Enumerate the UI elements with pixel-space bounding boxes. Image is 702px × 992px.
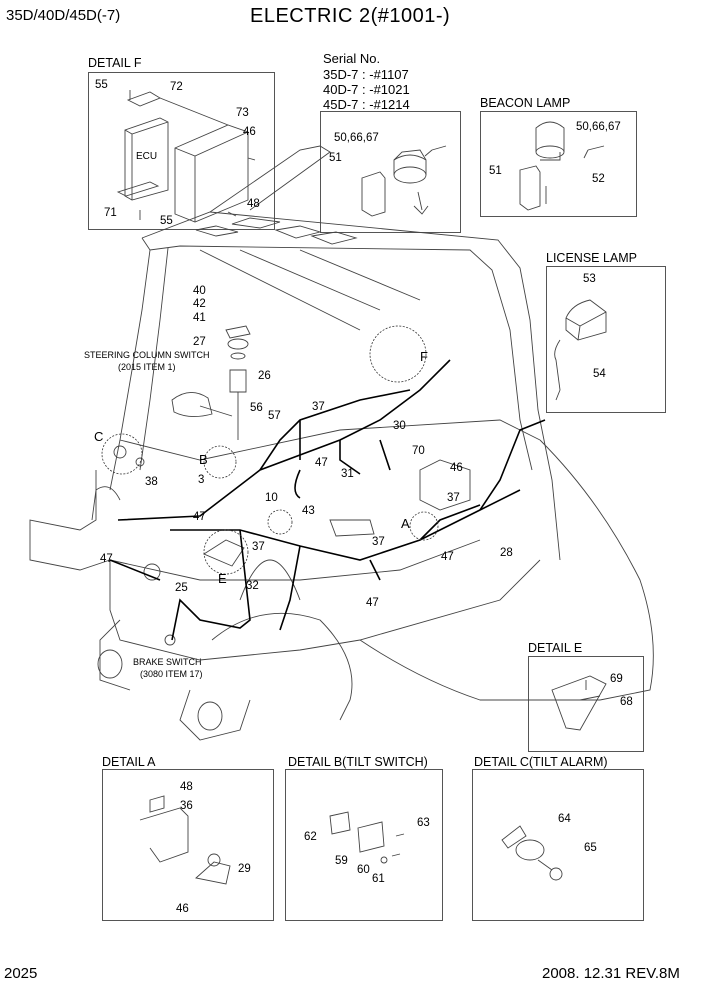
revision-date: 2008. 12.31 REV.8M [542,965,680,982]
part-number: 10 [265,492,278,504]
part-number: 71 [104,207,117,219]
part-number: 48 [247,198,260,210]
part-number: 56 [250,402,263,414]
steering-switch-note: STEERING COLUMN SWITCH [84,350,210,360]
part-number: 46 [243,126,256,138]
license-lamp-frame [546,266,666,413]
part-number: 40 [193,285,206,297]
detail-marker-e: E [218,571,227,586]
part-number: 47 [315,457,328,469]
beacon-lamp-frame [480,111,637,217]
part-number: 64 [558,813,571,825]
serial-line-35d: 35D-7 : -#1107 [323,67,409,82]
part-number: 47 [193,511,206,523]
part-number: 43 [302,505,315,517]
detail-c-title: DETAIL C(TILT ALARM) [474,755,608,769]
part-number: 25 [175,582,188,594]
part-number: 46 [450,462,463,474]
part-number: 37 [372,536,385,548]
steering-switch-ref: (2015 ITEM 1) [118,362,176,372]
serial-detail-frame [320,111,461,233]
part-number: 26 [258,370,271,382]
part-number: 50,66,67 [334,132,379,144]
license-lamp-title: LICENSE LAMP [546,251,638,265]
detail-f-title: DETAIL F [88,56,142,70]
detail-marker-c: C [94,429,104,444]
part-number: 38 [145,476,158,488]
part-number: 69 [610,673,623,685]
part-number: 62 [304,831,317,843]
part-number: 60 [357,864,370,876]
detail-marker-b: B [199,452,208,467]
part-number: 37 [252,541,265,553]
part-number: 57 [268,410,281,422]
part-number: 42 [193,298,206,310]
part-number: 63 [417,817,430,829]
part-number: 54 [593,368,606,380]
detail-f-frame [88,72,275,230]
page-number: 2025 [4,965,38,982]
page-title: ELECTRIC 2(#1001-) [250,5,451,27]
brake-switch-ref: (3080 ITEM 17) [140,669,203,679]
detail-marker-a: A [401,516,410,531]
detail-b-title: DETAIL B(TILT SWITCH) [288,755,428,769]
part-number: 50,66,67 [576,121,621,133]
part-number: 55 [95,79,108,91]
part-number: 51 [329,152,342,164]
part-number: 29 [238,863,251,875]
part-number: 68 [620,696,633,708]
detail-e-title: DETAIL E [528,641,583,655]
part-number: 47 [100,553,113,565]
part-number: 37 [447,492,460,504]
ecu-label: ECU [136,151,158,162]
part-number: 3 [198,474,205,486]
serial-line-40d: 40D-7 : -#1021 [323,82,410,97]
part-number: 36 [180,800,193,812]
part-number: 31 [341,468,354,480]
part-number: 48 [180,781,193,793]
part-number: 46 [176,903,189,915]
detail-a-title: DETAIL A [102,755,156,769]
part-number: 28 [500,547,513,559]
detail-b-frame [285,769,443,921]
detail-a-frame [102,769,274,921]
part-number: 47 [366,597,379,609]
part-number: 61 [372,873,385,885]
part-number: 51 [489,165,502,177]
part-number: 53 [583,273,596,285]
brake-switch-note: BRAKE SWITCH [133,657,202,667]
part-number: 52 [592,173,605,185]
part-number: 73 [236,107,249,119]
serial-line-45d: 45D-7 : -#1214 [323,97,410,112]
part-number: 55 [160,215,173,227]
detail-e-frame [528,656,644,752]
detail-marker-f: F [420,349,428,364]
part-number: 27 [193,336,206,348]
part-number: 37 [312,401,325,413]
part-number: 30 [393,420,406,432]
part-number: 41 [193,312,206,324]
serial-label: Serial No. [323,51,381,66]
part-number: 47 [441,551,454,563]
part-number: 59 [335,855,348,867]
part-number: 32 [246,580,259,592]
part-number: 72 [170,81,183,93]
part-number: 70 [412,445,425,457]
part-number: 65 [584,842,597,854]
detail-c-frame [472,769,644,921]
model-label: 35D/40D/45D(-7) [6,7,121,24]
beacon-lamp-title: BEACON LAMP [480,96,571,110]
